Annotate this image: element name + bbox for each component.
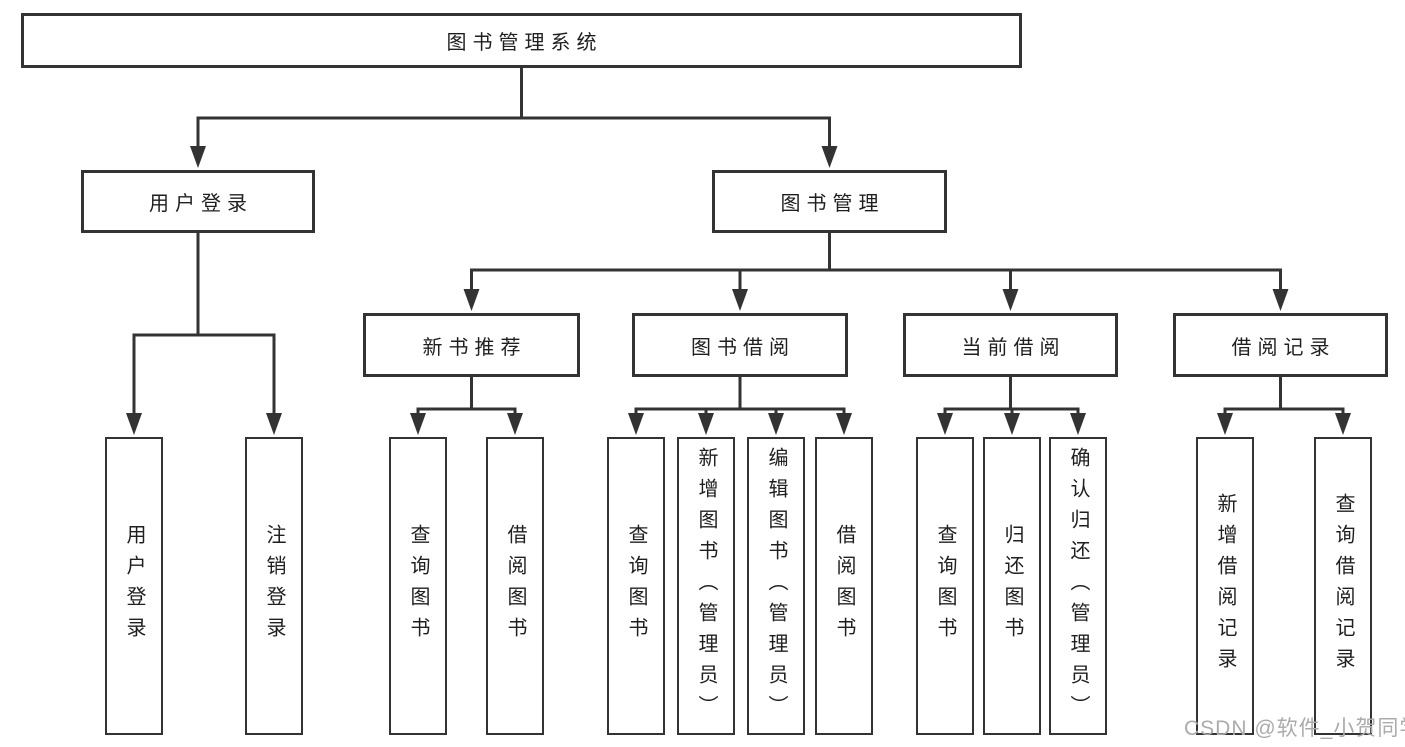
node-book-borrowing: 图书借阅 [632, 313, 848, 377]
node-borrowing-records: 借阅记录 [1173, 313, 1388, 377]
node-label: 图书借阅 [691, 336, 795, 359]
node-label: 图书管理系统 [446, 32, 603, 54]
arrow-down-icon [1070, 413, 1086, 435]
arrow-down-icon [266, 413, 282, 435]
arrow-down-icon [1004, 413, 1020, 435]
connector-root-to-level2 [190, 68, 838, 168]
leaf-add-books-admin: 新增图书（管理员） [677, 437, 735, 735]
connector-book-borrowing-children [628, 377, 852, 435]
arrow-down-icon [628, 413, 644, 435]
node-label: 借阅记录 [1231, 336, 1336, 359]
csdn-watermark: CSDN @软件_小贺同学 [1184, 717, 1405, 740]
arrow-down-icon [1335, 413, 1351, 435]
node-label: 新书推荐 [422, 336, 527, 359]
leaf-return-books: 归还图书 [983, 437, 1041, 735]
node-label: 图书管理 [780, 193, 885, 215]
arrow-down-icon [1217, 413, 1233, 435]
leaf-query-books-recommend: 查询图书 [389, 437, 447, 735]
leaf-label: 归还图书 [1001, 524, 1023, 648]
arrow-down-icon [698, 413, 714, 435]
connector-borrowing-records-children [1217, 377, 1351, 435]
leaf-query-books-borrowing: 查询图书 [607, 437, 665, 735]
arrow-down-icon [507, 413, 523, 435]
arrow-down-icon [732, 289, 748, 311]
leaf-confirm-return-admin: 确认归还（管理员） [1049, 437, 1107, 735]
arrow-down-icon [190, 146, 206, 168]
leaf-edit-books-admin: 编辑图书（管理员） [747, 437, 805, 735]
leaf-label: 新增借阅记录 [1214, 493, 1236, 679]
arrow-down-icon [937, 413, 953, 435]
leaf-label: 查询图书 [407, 524, 429, 648]
arrow-down-icon [410, 413, 426, 435]
connector-new-book-recommend-children [410, 377, 523, 435]
leaf-label: 新增图书（管理员） [695, 446, 717, 726]
node-library-system-root: 图书管理系统 [21, 13, 1022, 68]
leaf-label: 注销登录 [263, 524, 285, 648]
arrow-down-icon [821, 146, 838, 168]
leaf-label: 借阅图书 [504, 524, 526, 648]
leaf-label: 查询图书 [625, 524, 647, 648]
node-user-login: 用户登录 [81, 170, 315, 233]
leaf-user-login: 用户登录 [105, 437, 163, 735]
connector-book-management-to-sections [463, 233, 1289, 311]
node-book-management: 图书管理 [712, 170, 947, 233]
node-current-borrowing: 当前借阅 [903, 313, 1118, 377]
connector-user-login-children [126, 233, 282, 435]
leaf-borrow-books-recommend: 借阅图书 [486, 437, 544, 735]
leaf-label: 编辑图书（管理员） [765, 446, 787, 726]
connector-current-borrowing-children [937, 377, 1086, 435]
leaf-label: 确认归还（管理员） [1067, 446, 1089, 726]
leaf-logout: 注销登录 [245, 437, 303, 735]
arrow-down-icon [1002, 289, 1019, 311]
arrow-down-icon [768, 413, 784, 435]
node-label: 用户登录 [149, 193, 253, 215]
arrow-down-icon [463, 289, 480, 311]
arrow-down-icon [1272, 289, 1289, 311]
arrow-down-icon [836, 413, 852, 435]
leaf-add-borrow-record: 新增借阅记录 [1196, 437, 1254, 735]
leaf-label: 查询借阅记录 [1332, 493, 1354, 679]
node-label: 当前借阅 [961, 336, 1066, 359]
leaf-borrow-books: 借阅图书 [815, 437, 873, 735]
leaf-query-borrow-record: 查询借阅记录 [1314, 437, 1372, 735]
node-new-book-recommend: 新书推荐 [363, 313, 580, 377]
leaf-label: 借阅图书 [833, 524, 855, 648]
leaf-label: 用户登录 [123, 524, 145, 648]
arrow-down-icon [126, 413, 142, 435]
leaf-label: 查询图书 [934, 524, 956, 648]
leaf-query-books-current: 查询图书 [916, 437, 974, 735]
